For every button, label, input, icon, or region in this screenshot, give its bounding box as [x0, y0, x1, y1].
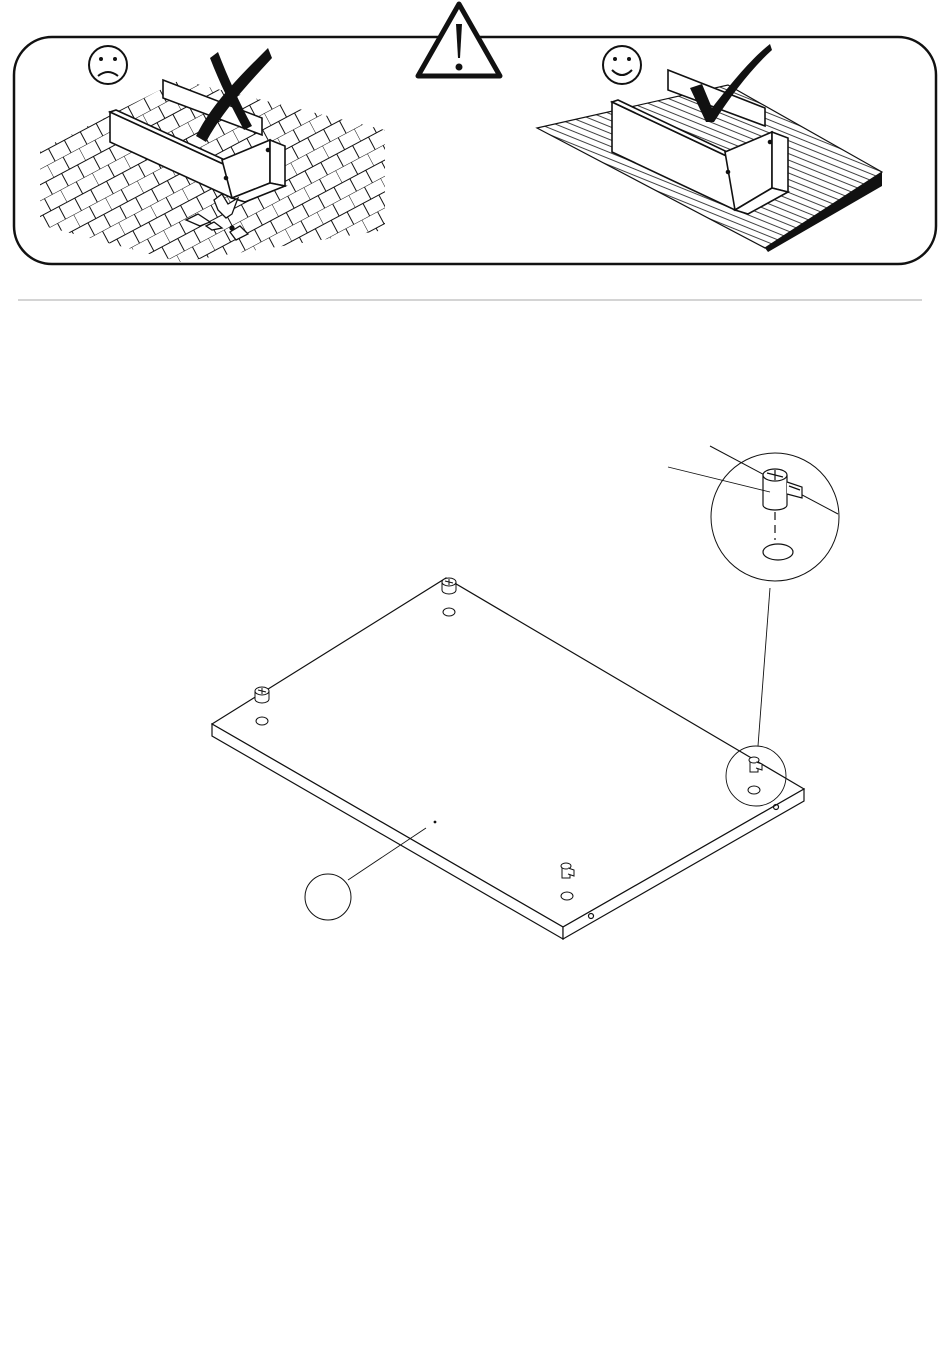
assembly-step [212, 446, 839, 939]
bottom-panel [212, 578, 804, 939]
cam-lock-nut-2 [255, 687, 269, 703]
warning-panel [14, 4, 936, 270]
cam-lock-nut-3 [749, 757, 762, 772]
part-callout [305, 874, 351, 920]
detail-leader-line [758, 588, 770, 746]
cam-lock-nut-1 [442, 578, 456, 594]
detail-magnifier [710, 446, 839, 581]
